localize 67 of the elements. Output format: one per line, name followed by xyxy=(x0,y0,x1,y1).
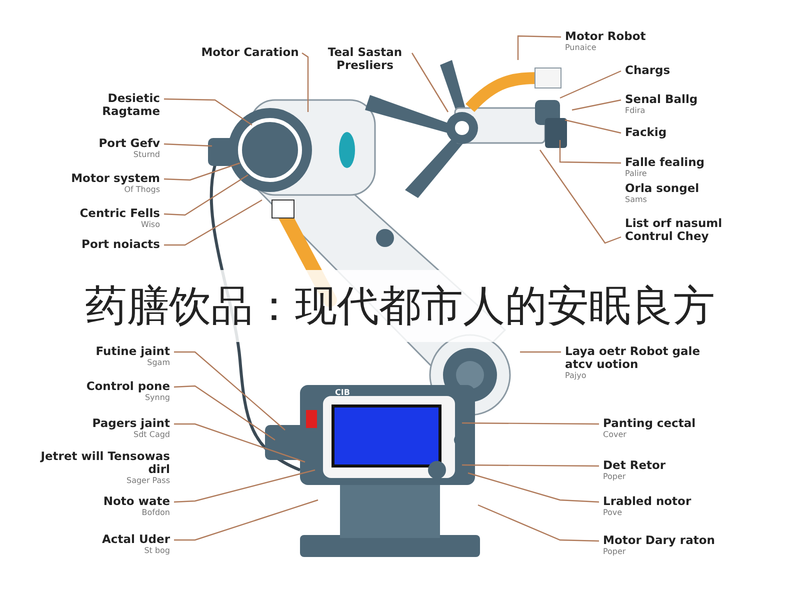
leader-line xyxy=(564,119,622,134)
screen-label: CIB xyxy=(335,388,350,397)
part-label: Fackig xyxy=(625,126,668,139)
part-label: Senal Ballg xyxy=(625,93,699,106)
part-label: Orla songel xyxy=(625,182,700,195)
part-sublabel: Cover xyxy=(603,430,628,440)
leader-line xyxy=(174,385,276,440)
part-sublabel: Fdira xyxy=(625,106,646,116)
part-sublabel: Synng xyxy=(144,393,170,403)
part-label: Falle fealing xyxy=(625,156,706,169)
part-label: Panting cectal xyxy=(603,417,697,430)
leader-line xyxy=(164,98,252,126)
leader-line xyxy=(302,52,309,112)
part-label: Laya oetr Robot gale atcv uotion xyxy=(565,345,701,371)
part-sublabel: Pove xyxy=(603,508,624,518)
part-label: Port Gefv xyxy=(98,137,160,150)
part-sublabel: Of Thogs xyxy=(123,185,160,195)
part-label: Motor Caration xyxy=(200,46,300,59)
leader-line xyxy=(174,469,316,503)
part-sublabel: Pajyo xyxy=(565,371,588,381)
leader-line xyxy=(520,351,561,353)
part-label: Centric Fells xyxy=(78,207,160,220)
leader-line xyxy=(560,70,622,99)
part-label: List orf nasuml Contrul Chey xyxy=(625,217,724,243)
part-sublabel: Palire xyxy=(625,169,648,179)
leader-line xyxy=(462,464,599,467)
part-sublabel: Sdt Cagd xyxy=(132,430,170,440)
leader-line xyxy=(164,162,240,181)
leader-line xyxy=(174,499,318,541)
leader-line xyxy=(468,472,600,503)
part-label: Desietic Ragtame xyxy=(101,92,160,118)
leader-line xyxy=(559,140,622,164)
leader-line xyxy=(540,150,622,244)
part-sublabel: Wiso xyxy=(140,220,160,230)
leader-line xyxy=(462,422,599,425)
leader-line xyxy=(411,52,449,112)
part-label: Motor Dary raton xyxy=(603,534,716,547)
part-sublabel: Bofdon xyxy=(140,508,170,518)
part-sublabel: Punaice xyxy=(565,43,598,53)
leader-line xyxy=(174,351,286,430)
part-label: Port noiacts xyxy=(80,238,160,251)
leader-line xyxy=(478,504,600,542)
part-label: Jetret will Tensowas dirl xyxy=(39,450,170,476)
leader-line xyxy=(517,35,562,60)
leader-line xyxy=(174,423,306,463)
part-label: Chargs xyxy=(625,64,672,77)
part-label: Lrabled notor xyxy=(603,495,692,508)
part-label: Motor Robot xyxy=(565,30,647,43)
leader-line xyxy=(164,199,262,246)
part-sublabel: Sams xyxy=(625,195,648,205)
part-sublabel: Sager Pass xyxy=(125,476,170,486)
part-sublabel: Sgam xyxy=(146,358,170,368)
part-label: Actal Uder xyxy=(101,533,170,546)
part-sublabel: St bog xyxy=(143,546,170,556)
part-label: Futine jaint xyxy=(94,345,170,358)
part-label: Det Retor xyxy=(603,459,667,472)
leader-line xyxy=(164,174,248,216)
part-label: Noto wate xyxy=(102,495,170,508)
part-label: Motor system xyxy=(70,172,160,185)
leader-line xyxy=(164,143,212,147)
part-sublabel: Poper xyxy=(603,472,627,482)
leader-line xyxy=(572,99,622,111)
part-label: Pagers jaint xyxy=(91,417,170,430)
part-sublabel: Poper xyxy=(603,547,627,557)
part-label: Control pone xyxy=(85,380,170,393)
part-label: Teal Sastan Presliers xyxy=(326,46,404,72)
part-sublabel: Sturnd xyxy=(132,150,160,160)
